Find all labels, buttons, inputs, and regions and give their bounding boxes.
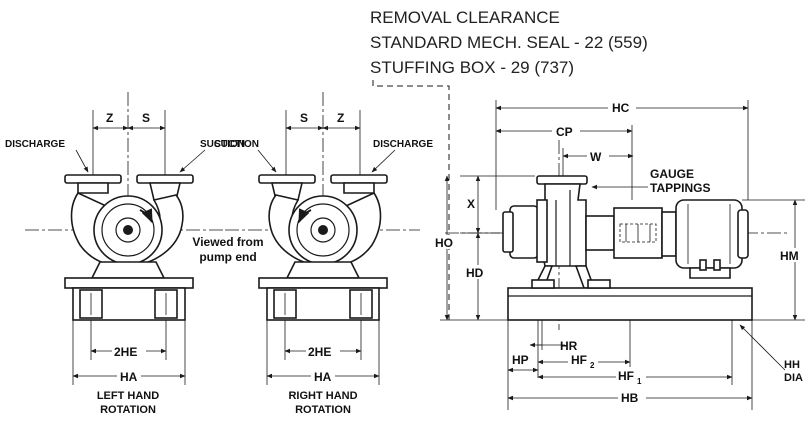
ha-label: HA [314, 370, 332, 384]
hf1-label: HF [618, 369, 634, 383]
2he-label: 2HE [308, 345, 331, 359]
hb-label: HB [621, 391, 639, 405]
caption-line-1: RIGHT HAND [288, 390, 357, 402]
discharge-flange [64, 174, 122, 184]
hf2-label: HF [571, 353, 587, 367]
suction-flange [258, 174, 316, 184]
hf2-subscript: 2 [590, 361, 595, 370]
removal-clearance-note: REMOVAL CLEARANCE STANDARD MECH. SEAL - … [370, 8, 648, 320]
header-line-2: STANDARD MECH. SEAL - 22 (559) [370, 33, 648, 52]
z-label: Z [106, 111, 113, 125]
left-hand-rotation-view: Z S 2HE HA DISCHAR [5, 92, 245, 416]
hh-leader [739, 324, 786, 371]
z-label: Z [337, 111, 344, 125]
suction-label: SUCTION [200, 139, 245, 150]
caption-line-2: ROTATION [100, 404, 156, 416]
viewed-from-line-2: pump end [199, 250, 256, 264]
cp-label: CP [556, 125, 573, 139]
hr-label: HR [560, 339, 578, 353]
right-hand-rotation-view: S Z 2HE HA SUCTION DISCHARGE RIGHT HAND [214, 92, 433, 416]
motor-foot [689, 267, 731, 279]
suction-label: SUCTION [214, 139, 259, 150]
bearing-frame [585, 215, 615, 251]
dia-label: DIA [784, 372, 803, 384]
x-label: X [467, 197, 475, 211]
gauge-label-1: GAUGE [650, 167, 694, 181]
discharge-label: DISCHARGE [373, 139, 433, 150]
rotation-arrow-icon [139, 208, 153, 224]
w-label: W [590, 150, 602, 164]
header-line-1: REMOVAL CLEARANCE [370, 8, 560, 27]
ha-label: HA [120, 370, 138, 384]
discharge-flange-side [536, 175, 588, 185]
s-label: S [300, 111, 308, 125]
hc-label: HC [612, 101, 630, 115]
removal-clearance-leader [372, 80, 450, 320]
caption-line-1: LEFT HAND [97, 390, 159, 402]
hd-label: HD [466, 266, 484, 280]
motor [675, 199, 743, 269]
caption-line-2: ROTATION [295, 404, 351, 416]
hp-label: HP [512, 353, 529, 367]
gauge-label-2: TAPPINGS [650, 181, 710, 195]
discharge-flange [330, 174, 388, 184]
viewed-from-line-1: Viewed from [192, 235, 263, 249]
suction-flange [136, 174, 194, 184]
s-label: S [142, 111, 150, 125]
hf1-subscript: 1 [637, 377, 642, 386]
side-elevation-view: HC CP W GAUGE TAPPINGS [434, 100, 806, 410]
baseplate-side [507, 287, 753, 321]
2he-label: 2HE [114, 345, 137, 359]
baseplate-top [64, 277, 194, 289]
rotation-arrow-icon [298, 208, 312, 224]
suction-cover [509, 205, 539, 259]
hm-label: HM [780, 249, 799, 263]
header-line-3: STUFFING BOX - 29 (737) [370, 58, 574, 77]
hh-label: HH [784, 359, 800, 371]
ho-label: HO [435, 236, 453, 250]
discharge-label: DISCHARGE [5, 139, 65, 150]
